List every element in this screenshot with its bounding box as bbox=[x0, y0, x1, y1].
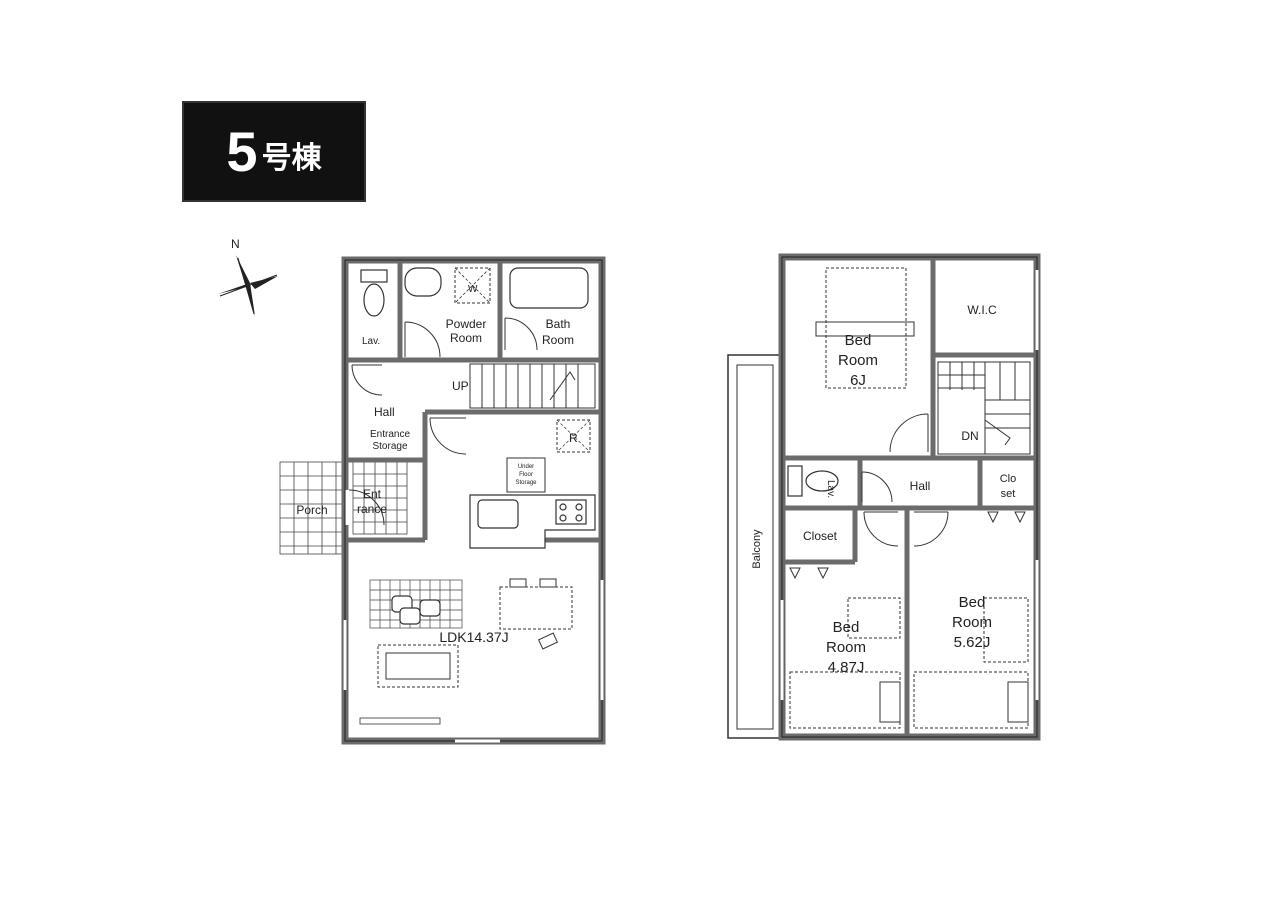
ff-washer-label: W bbox=[468, 284, 478, 295]
ff-hall-label: Hall bbox=[374, 405, 395, 419]
sf-hall-label: Hall bbox=[910, 479, 931, 493]
sf-bedroom-a-label-3: 6J bbox=[850, 372, 866, 389]
ff-entrance-label-1: Ent bbox=[363, 487, 382, 501]
sf-wic-label: W.I.C bbox=[967, 303, 997, 317]
sf-closet-small-label-2: set bbox=[1001, 488, 1016, 500]
sf-closet-small-label-1: Clo bbox=[1000, 473, 1017, 485]
ff-ldk-label: LDK14.37J bbox=[439, 629, 508, 645]
sf-bedroom-a-label-1: Bed bbox=[845, 332, 872, 349]
sf-dn-label: DN bbox=[961, 429, 978, 443]
sf-lav-label: Lav. bbox=[825, 480, 836, 498]
building-suffix: 号棟 bbox=[261, 141, 322, 175]
building-number: 5 bbox=[226, 119, 258, 183]
sf-bedroom-b-label-3: 4.87J bbox=[828, 659, 865, 676]
ff-refrigerator-label: R bbox=[569, 431, 578, 445]
ff-underfloor-label-1: Under bbox=[518, 464, 534, 470]
sf-bedroom-c-label-2: Room bbox=[952, 614, 992, 631]
ff-lav-label: Lav. bbox=[362, 336, 380, 347]
sf-bedroom-b-label-2: Room bbox=[826, 639, 866, 656]
ff-entrance-storage-label-2: Storage bbox=[372, 441, 407, 452]
ff-bath-room-label-2: Room bbox=[542, 333, 574, 347]
ff-porch-label: Porch bbox=[296, 503, 327, 517]
sf-balcony-label: Balcony bbox=[751, 529, 763, 569]
building-title-badge: 5 号棟 bbox=[182, 101, 366, 202]
first-floor-plan: Lav. W Powder Room Bath Room UP Hall Ent… bbox=[279, 256, 606, 745]
ff-up-label: UP bbox=[452, 379, 469, 393]
ff-powder-room-label-1: Powder bbox=[446, 317, 487, 331]
sf-bedroom-c-label-1: Bed bbox=[959, 594, 986, 611]
ff-entrance-storage-label-1: Entrance bbox=[370, 429, 410, 440]
ff-underfloor-label-3: Storage bbox=[515, 480, 537, 486]
sf-bedroom-c-label-3: 5.62J bbox=[954, 634, 991, 651]
ff-entrance-label-2: rance bbox=[357, 502, 387, 516]
ff-bath-room-label-1: Bath bbox=[546, 317, 571, 331]
compass-north-label: N bbox=[231, 237, 240, 251]
sf-closet-label: Closet bbox=[803, 529, 838, 543]
ff-powder-room-label-2: Room bbox=[450, 331, 482, 345]
compass-rose-icon: N bbox=[218, 237, 278, 316]
second-floor-plan: Bed Room 6J W.I.C DN Lav. Hall Clo set C… bbox=[727, 253, 1041, 741]
sf-bedroom-a-label-2: Room bbox=[838, 352, 878, 369]
ff-underfloor-label-2: Floor bbox=[519, 472, 533, 478]
sf-bedroom-b-label-1: Bed bbox=[833, 619, 860, 636]
